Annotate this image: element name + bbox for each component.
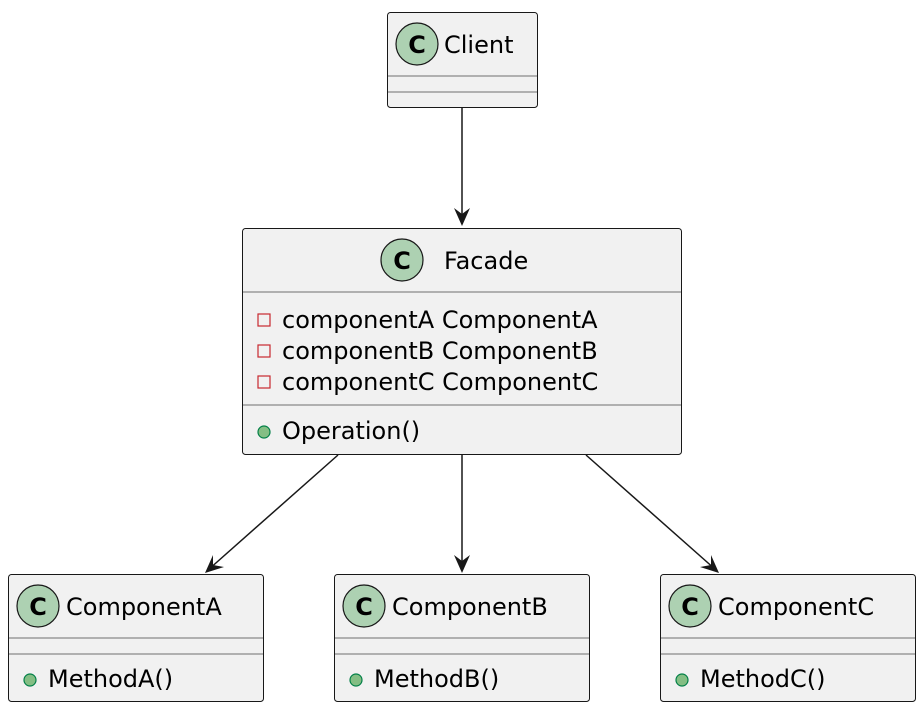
svg-text:C: C xyxy=(29,593,47,621)
public-visibility-icon xyxy=(349,673,363,687)
edge-facade-componentb xyxy=(454,455,470,573)
svg-text:C: C xyxy=(408,31,426,59)
class-client[interactable]: C Client xyxy=(387,12,538,108)
arrow-head-icon xyxy=(205,555,224,573)
class-c-icon xyxy=(380,238,424,282)
class-name: ComponentC xyxy=(718,593,874,621)
svg-text:C: C xyxy=(681,593,699,621)
public-visibility-icon xyxy=(23,673,37,687)
arrow-head-icon xyxy=(454,208,470,226)
edge-client-facade xyxy=(454,108,470,226)
class-facade[interactable]: C Facade componentA ComponentA component… xyxy=(242,228,682,455)
edge-facade-componentc xyxy=(585,454,719,573)
class-componentc[interactable]: C ComponentC MethodC() xyxy=(660,574,916,702)
svg-text:C: C xyxy=(355,593,373,621)
attribute: componentC ComponentC xyxy=(282,368,598,396)
class-componentb[interactable]: C ComponentB MethodB() xyxy=(334,574,590,702)
class-name: ComponentA xyxy=(66,593,222,621)
class-name: Facade xyxy=(444,247,528,275)
class-c-icon xyxy=(16,584,60,628)
arrow-head-icon xyxy=(700,555,719,573)
method: MethodB() xyxy=(374,665,499,693)
method: MethodA() xyxy=(48,665,173,693)
attribute: componentB ComponentB xyxy=(282,337,598,365)
class-c-icon xyxy=(668,584,712,628)
class-name: ComponentB xyxy=(392,593,548,621)
svg-text:C: C xyxy=(393,247,411,275)
public-visibility-icon xyxy=(675,673,689,687)
class-c-icon xyxy=(395,22,439,66)
edge-facade-componenta xyxy=(205,454,339,573)
arrow-head-icon xyxy=(454,555,470,573)
class-componenta[interactable]: C ComponentA MethodA() xyxy=(8,574,264,702)
class-c-icon xyxy=(342,584,386,628)
public-visibility-icon xyxy=(257,425,271,439)
private-visibility-icon xyxy=(257,344,271,358)
private-visibility-icon xyxy=(257,313,271,327)
class-name: Client xyxy=(444,31,513,59)
attribute: componentA ComponentA xyxy=(282,306,598,334)
private-visibility-icon xyxy=(257,375,271,389)
method: MethodC() xyxy=(700,665,826,693)
method: Operation() xyxy=(282,417,420,445)
